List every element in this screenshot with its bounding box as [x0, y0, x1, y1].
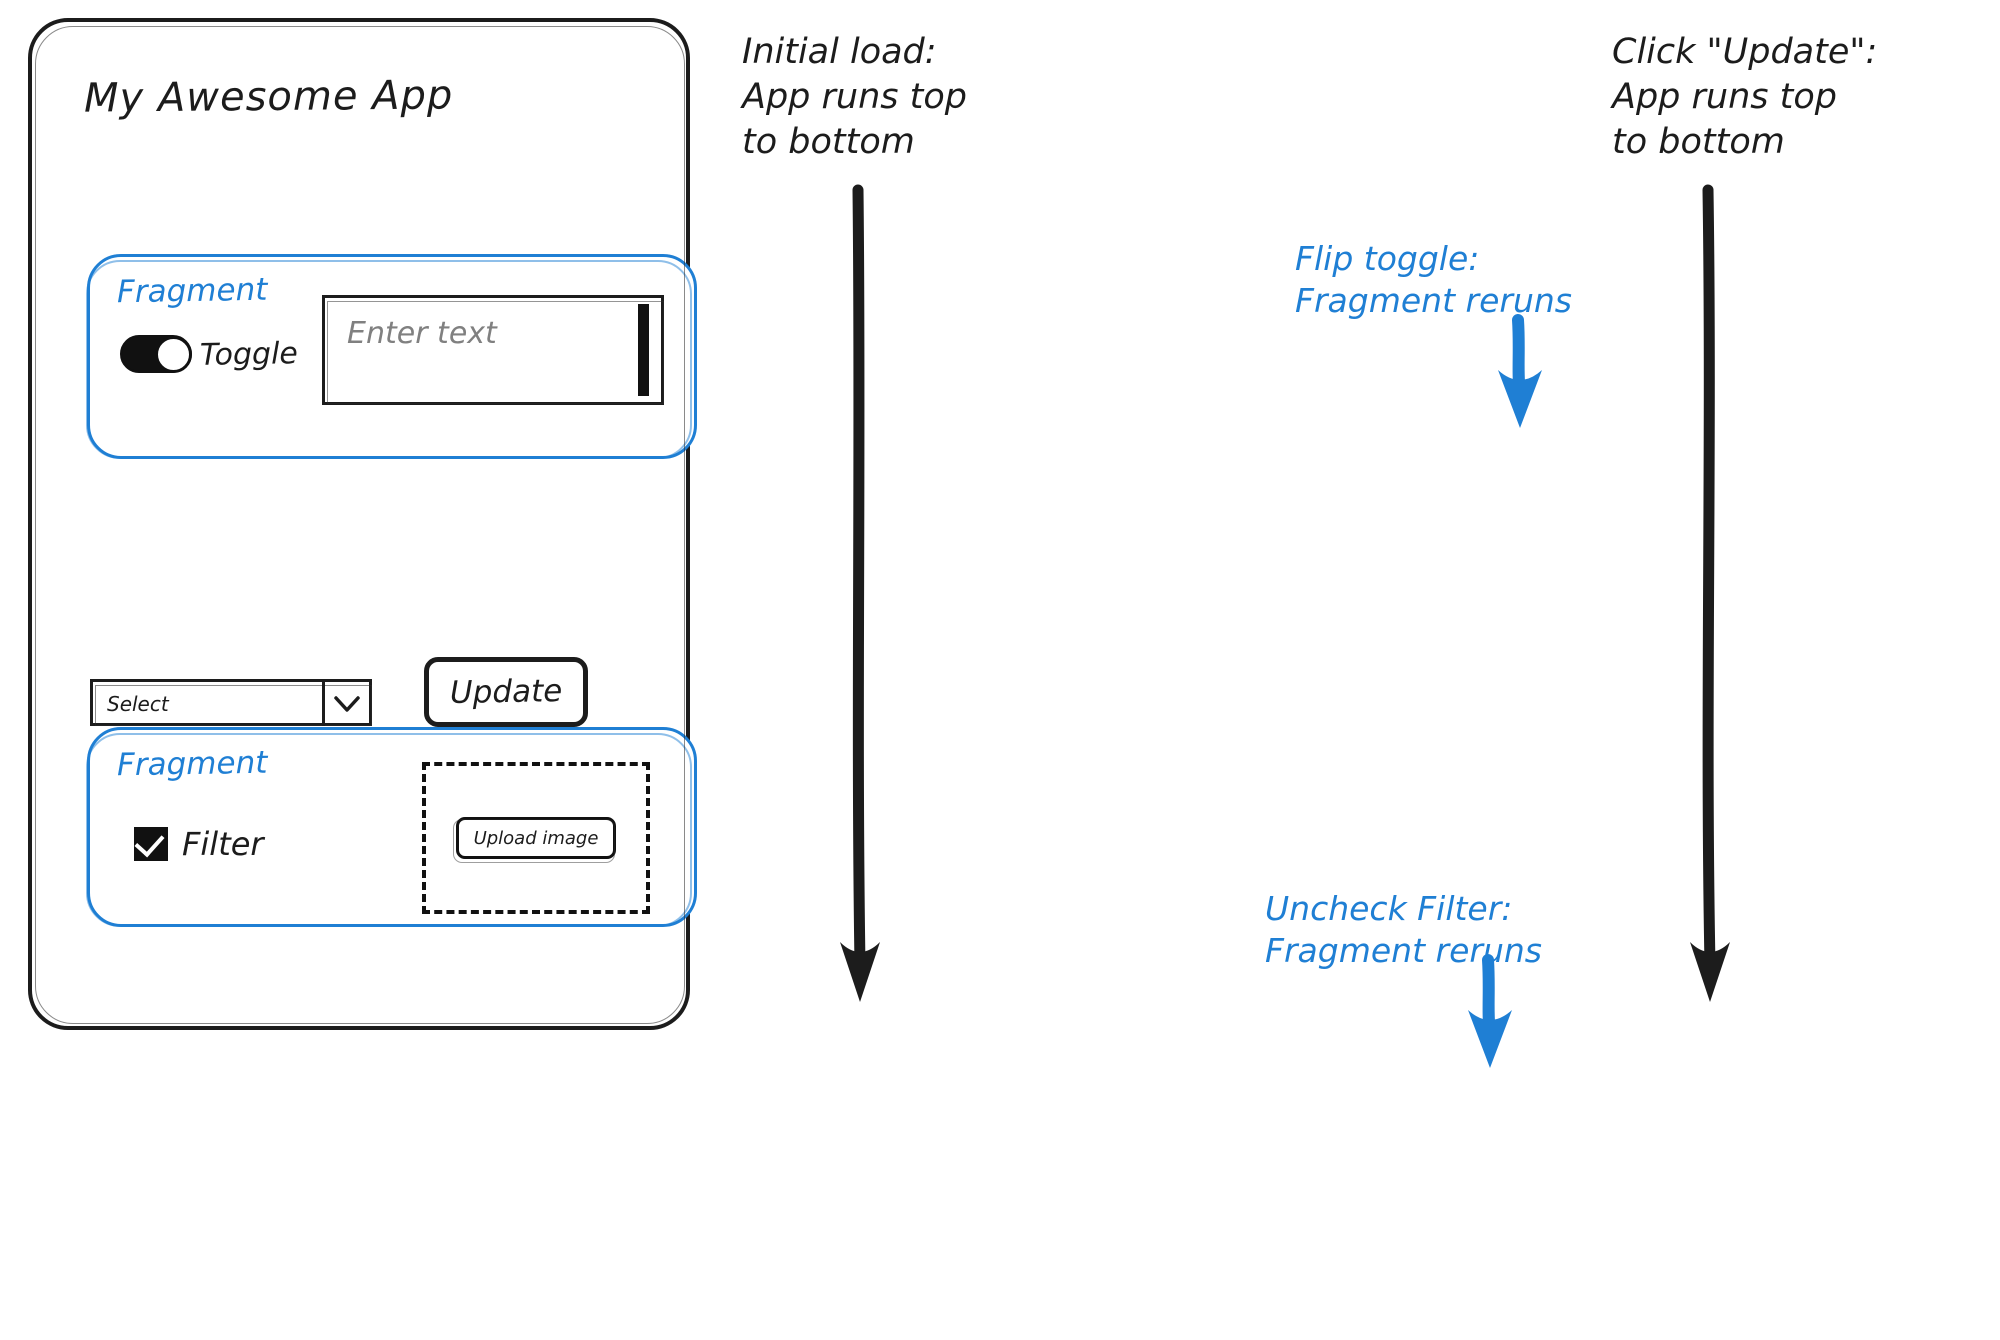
update-button-label: Update	[449, 673, 563, 711]
toggle-switch[interactable]	[120, 335, 192, 373]
annotation-click-update: Click "Update": App runs top to bottom	[1612, 32, 1878, 162]
text-input[interactable]: Enter text	[322, 295, 664, 405]
fragment-label-bottom: Fragment	[116, 744, 268, 784]
toggle-knob	[155, 336, 192, 373]
click-update-arrow	[1690, 184, 1730, 1002]
select-value: Select	[107, 692, 169, 716]
toggle-row: Toggle	[120, 335, 298, 373]
annotation-flip-toggle: Flip toggle: Fragment reruns	[1295, 239, 1572, 321]
flip-toggle-arrow	[1498, 314, 1542, 428]
filter-checkbox-row[interactable]: Filter	[134, 825, 264, 863]
upload-image-button[interactable]: Upload image	[456, 817, 616, 859]
fragment-container-bottom: Fragment Filter Upload image	[86, 727, 697, 927]
initial-load-arrow	[840, 184, 880, 1002]
text-input-placeholder: Enter text	[347, 316, 497, 351]
app-window-frame: My Awesome App Fragment Toggle Enter tex…	[28, 18, 697, 1030]
toggle-label: Toggle	[199, 335, 299, 373]
checkmark-icon	[134, 826, 165, 858]
checkbox-checked-icon[interactable]	[134, 826, 168, 861]
select-dropdown[interactable]: Select	[90, 679, 372, 726]
fragment-label-top: Fragment	[116, 271, 268, 311]
page-title: My Awesome App	[83, 72, 454, 122]
fragment-container-top: Fragment Toggle Enter text	[86, 254, 697, 459]
file-upload-dropzone[interactable]: Upload image	[422, 762, 650, 914]
uncheck-filter-arrow	[1468, 954, 1512, 1068]
update-button[interactable]: Update	[424, 657, 588, 727]
text-cursor-icon	[638, 304, 649, 396]
upload-image-label: Upload image	[473, 827, 599, 849]
filter-label: Filter	[182, 825, 264, 863]
chevron-down-icon[interactable]	[322, 681, 369, 726]
annotation-initial-load: Initial load: App runs top to bottom	[742, 32, 967, 162]
